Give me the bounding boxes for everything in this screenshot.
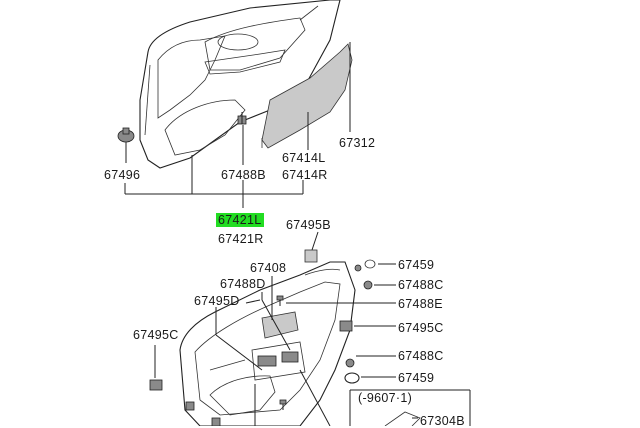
label-67488b: 67488B [221, 168, 266, 182]
label-67495c-right: 67495C [398, 321, 444, 335]
label-67495b: 67495B [286, 218, 331, 232]
clip-67495b-icon [304, 249, 318, 263]
label-67421l[interactable]: 67421L [216, 213, 264, 227]
label-67495c-left: 67495C [133, 328, 179, 342]
clip-67496-icon [117, 127, 135, 143]
label-67414l: 67414L [282, 151, 326, 165]
screw-67488e-icon [276, 295, 284, 306]
inset-box [349, 389, 471, 426]
clip-67495c-right-icon [339, 320, 353, 332]
label-67459-top: 67459 [398, 258, 435, 272]
label-67408: 67408 [250, 261, 287, 275]
screw-67488d-icon [279, 399, 287, 410]
label-67496: 67496 [104, 168, 141, 182]
label-67304b: 67304B [420, 414, 465, 428]
label-67421r: 67421R [218, 232, 264, 246]
upper-door-trim-panel [139, 0, 341, 169]
label-date-range: (-9607·1) [358, 391, 413, 405]
label-67495d: 67495D [194, 294, 240, 308]
screw-67488c-bottom-icon [345, 358, 355, 368]
grommet-67459-top-icon [354, 259, 376, 272]
label-67312: 67312 [339, 136, 376, 150]
label-67488e: 67488E [398, 297, 443, 311]
label-67459-bottom: 67459 [398, 371, 435, 385]
label-67488d: 67488D [220, 277, 266, 291]
clip-67495c-left-icon [149, 379, 163, 391]
label-67488c-top: 67488C [398, 278, 444, 292]
label-67488c-bottom: 67488C [398, 349, 444, 363]
lower-door-trim-panel [179, 261, 356, 426]
screw-67488b-icon [237, 112, 247, 125]
screw-67488c-top-icon [363, 280, 373, 290]
label-67414r: 67414R [282, 168, 328, 182]
grommet-67459-bottom-icon [344, 372, 360, 384]
upper-door-trim-pad [261, 43, 353, 149]
clip-small-icon [185, 401, 221, 426]
